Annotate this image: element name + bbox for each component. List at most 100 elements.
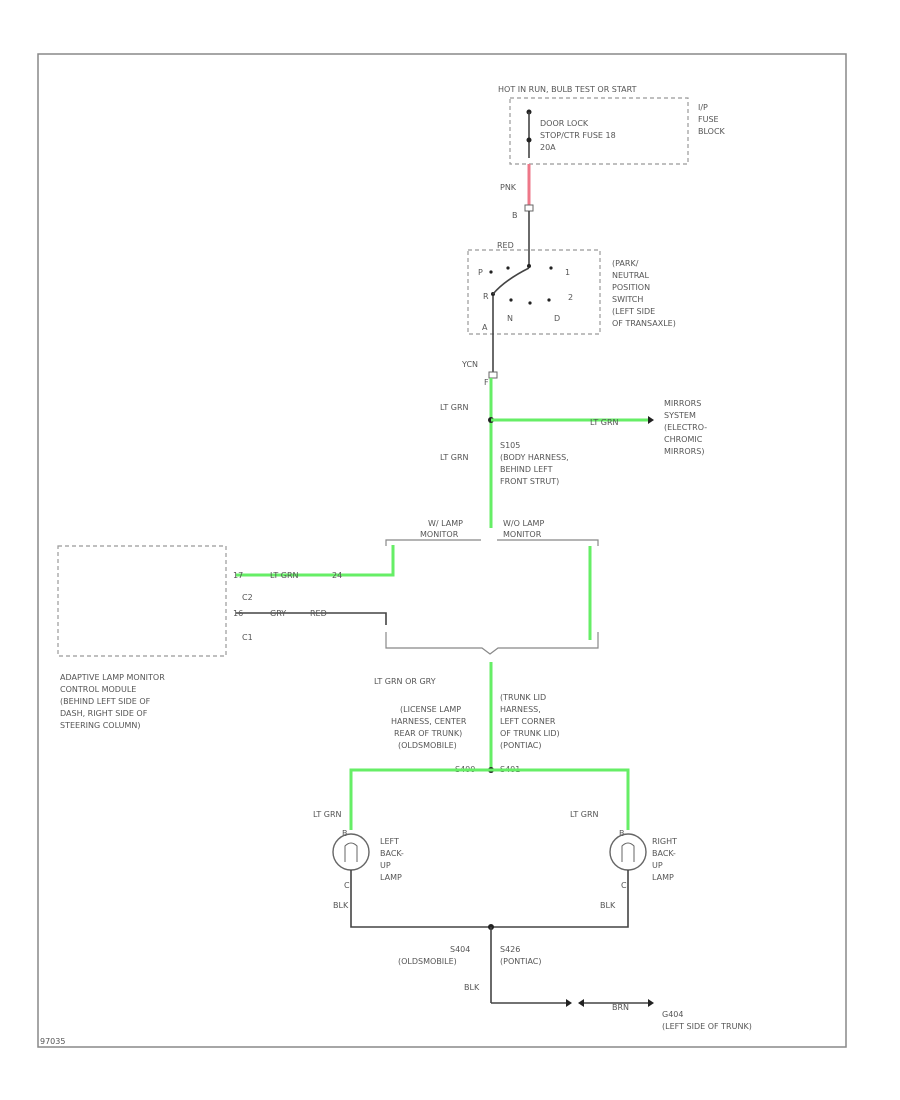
connector-b — [524, 204, 534, 212]
ground-splice-right-2: (PONTIAC) — [500, 957, 542, 966]
almcm-c1: C1 — [242, 633, 253, 642]
harness-left-3: REAR OF TRUNK) — [394, 729, 462, 738]
right-lamp-pin-bottom: C — [621, 881, 627, 890]
wire-ycn-label: YCN — [461, 360, 478, 369]
right-lamp-wire: LT GRN — [570, 810, 599, 819]
wire-lamp-feed — [349, 768, 630, 830]
pnp-contact-3 — [549, 266, 553, 270]
harness-right-2: HARNESS, — [500, 705, 541, 714]
right-lamp-bulb — [609, 833, 647, 871]
right-lamp-name-3: UP — [652, 861, 663, 870]
ground-wire-label: BLK — [464, 983, 480, 992]
ground-symbol — [648, 999, 654, 1007]
almcm-row2-pin: 16 — [233, 609, 243, 618]
left-lamp-name-2: BACK- — [380, 849, 404, 858]
almcm-c2: C2 — [242, 593, 253, 602]
pnp-label-4: SWITCH — [612, 295, 643, 304]
mirrors-label-1: MIRRORS — [664, 399, 701, 408]
ground-splice-right-1: S426 — [500, 945, 520, 954]
almcm-row1-pin: 17 — [233, 571, 243, 580]
fuse-block-box — [509, 97, 689, 165]
left-lamp-name-3: UP — [380, 861, 391, 870]
pnp-pin-a: A — [482, 323, 488, 332]
harness-right-4: OF TRUNK LID) — [500, 729, 560, 738]
monitor-left-2: MONITOR — [420, 530, 459, 539]
almcm-label-5: STEERING COLUMN) — [60, 721, 141, 730]
pnp-label-5: (LEFT SIDE — [612, 307, 655, 316]
left-lamp-ground-wire: BLK — [333, 901, 349, 910]
s105-label-4: FRONT STRUT) — [500, 477, 559, 486]
pnp-letter-2: 2 — [568, 293, 573, 302]
almcm-label-4: DASH, RIGHT SIDE OF — [60, 709, 148, 718]
pnp-letter-n: N — [507, 314, 513, 323]
diagram-frame — [37, 53, 847, 1048]
pnp-contact-4 — [509, 298, 513, 302]
harness-right-1: (TRUNK LID — [500, 693, 546, 702]
harness-left-1: (LICENSE LAMP — [400, 705, 461, 714]
figure-id: 97035 — [40, 1037, 65, 1046]
harness-right-5: (PONTIAC) — [500, 741, 542, 750]
wire-pnk-pin: B — [512, 211, 518, 220]
harness-left-2: HARNESS, CENTER — [391, 717, 467, 726]
left-lamp-name-4: LAMP — [380, 873, 402, 882]
wire-lt-grn-label-1: LT GRN — [440, 403, 469, 412]
wire-ycn-pin: F — [484, 378, 489, 387]
wire-lt-grn-label-2: LT GRN — [440, 453, 469, 462]
pnp-letter-d: D — [554, 314, 560, 323]
left-lamp-pin-bottom: C — [344, 881, 350, 890]
pnp-contact-2 — [506, 266, 510, 270]
left-lamp-pin-top: B — [342, 829, 348, 838]
s105-label-2: (BODY HARNESS, — [500, 453, 569, 462]
fuse-rating: 20A — [540, 143, 556, 152]
almcm-box — [57, 545, 227, 657]
almcm-row1-pin2: 24 — [332, 571, 342, 580]
mirrors-label-3: (ELECTRO- — [664, 423, 707, 432]
pnp-letter-1: 1 — [565, 268, 570, 277]
pnp-label-2: NEUTRAL — [612, 271, 649, 280]
left-lamp-filament — [344, 842, 358, 862]
right-lamp-ground-wire: BLK — [600, 901, 616, 910]
pnp-label-3: POSITION — [612, 283, 650, 292]
fuse-block-label-3: BLOCK — [698, 127, 726, 136]
right-lamp-name-4: LAMP — [652, 873, 674, 882]
pnp-label-1: (PARK/ — [612, 259, 639, 268]
pnp-label-6: OF TRANSAXLE) — [612, 319, 676, 328]
right-lamp-name-1: RIGHT — [652, 837, 677, 846]
ground-point-2: (LEFT SIDE OF TRUNK) — [662, 1022, 752, 1031]
right-lamp-filament — [621, 842, 635, 862]
left-lamp-bulb — [332, 833, 370, 871]
left-lamp-wire: LT GRN — [313, 810, 342, 819]
mirrors-label-5: MIRRORS) — [664, 447, 704, 456]
right-lamp-pin-top: B — [619, 829, 625, 838]
almcm-label-2: CONTROL MODULE — [60, 685, 136, 694]
harness-left-4: (OLDSMOBILE) — [398, 741, 457, 750]
fuse-block-header: HOT IN RUN, BULB TEST OR START — [498, 85, 637, 94]
s105-label-3: BEHIND LEFT — [500, 465, 553, 474]
s105-label-1: S105 — [500, 441, 520, 450]
almcm-label-3: (BEHIND LEFT SIDE OF — [60, 697, 151, 706]
pnp-letter-r: R — [483, 292, 489, 301]
fuse-terminal-mid — [526, 137, 532, 143]
pnp-switch-arm — [492, 267, 530, 295]
mirrors-label-2: SYSTEM — [664, 411, 696, 420]
fuse-block-label-2: FUSE — [698, 115, 719, 124]
right-lamp-name-2: BACK- — [652, 849, 676, 858]
branch-wire-label: LT GRN — [590, 418, 619, 427]
fuse-block-label-1: I/P — [698, 103, 708, 112]
pnp-top-color: RED — [497, 241, 514, 250]
pnp-switch-box — [467, 249, 601, 335]
wire-from-almcm — [236, 612, 387, 625]
almcm-row2-wire: GRY — [270, 609, 286, 618]
pnp-contact-5 — [528, 301, 532, 305]
ground-splice-left-1: S404 — [450, 945, 470, 954]
monitor-bracket-bottom — [385, 632, 599, 655]
connector-f — [488, 371, 498, 379]
pnp-contact-top — [527, 264, 531, 268]
ground-connector — [566, 999, 584, 1007]
almcm-row1-wire: LT GRN — [270, 571, 299, 580]
left-lamp-name-1: LEFT — [380, 837, 399, 846]
monitor-bracket-top — [385, 539, 599, 546]
wire-to-almcm — [236, 545, 395, 577]
ground-point-1: G404 — [662, 1010, 683, 1019]
